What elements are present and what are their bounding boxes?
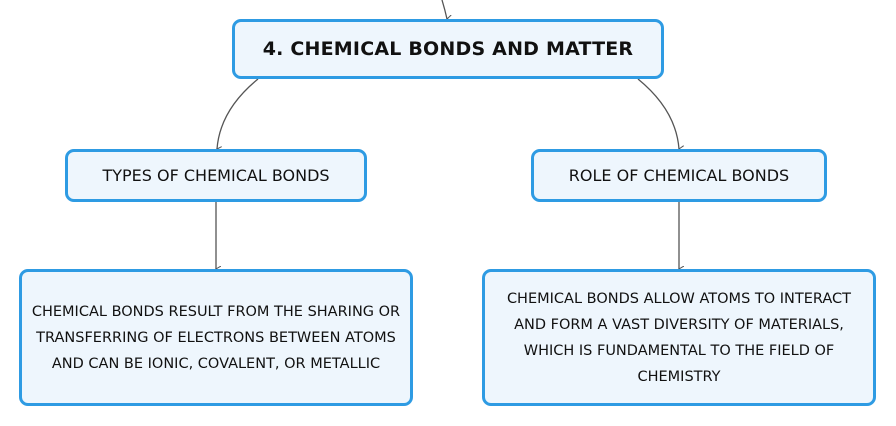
leaf-node-types-detail[interactable]: CHEMICAL BONDS RESULT FROM THE SHARING O… [19, 269, 413, 406]
root-node-label: 4. CHEMICAL BONDS AND MATTER [262, 38, 634, 60]
root-node[interactable]: 4. CHEMICAL BONDS AND MATTER [232, 19, 664, 79]
branch-node-role-label: ROLE OF CHEMICAL BONDS [568, 166, 790, 185]
leaf-node-role-detail-text: CHEMICAL BONDS ALLOW ATOMS TO INTERACT A… [506, 290, 852, 385]
connector-root-to-role [637, 78, 679, 149]
connector-incoming [441, 0, 447, 19]
connector-root-to-types [217, 78, 259, 149]
leaf-node-role-detail[interactable]: CHEMICAL BONDS ALLOW ATOMS TO INTERACT A… [482, 269, 876, 406]
leaf-node-types-detail-text: CHEMICAL BONDS RESULT FROM THE SHARING O… [31, 303, 401, 372]
branch-node-types-label: TYPES OF CHEMICAL BONDS [102, 166, 330, 185]
branch-node-types[interactable]: TYPES OF CHEMICAL BONDS [65, 149, 367, 202]
branch-node-role[interactable]: ROLE OF CHEMICAL BONDS [531, 149, 827, 202]
